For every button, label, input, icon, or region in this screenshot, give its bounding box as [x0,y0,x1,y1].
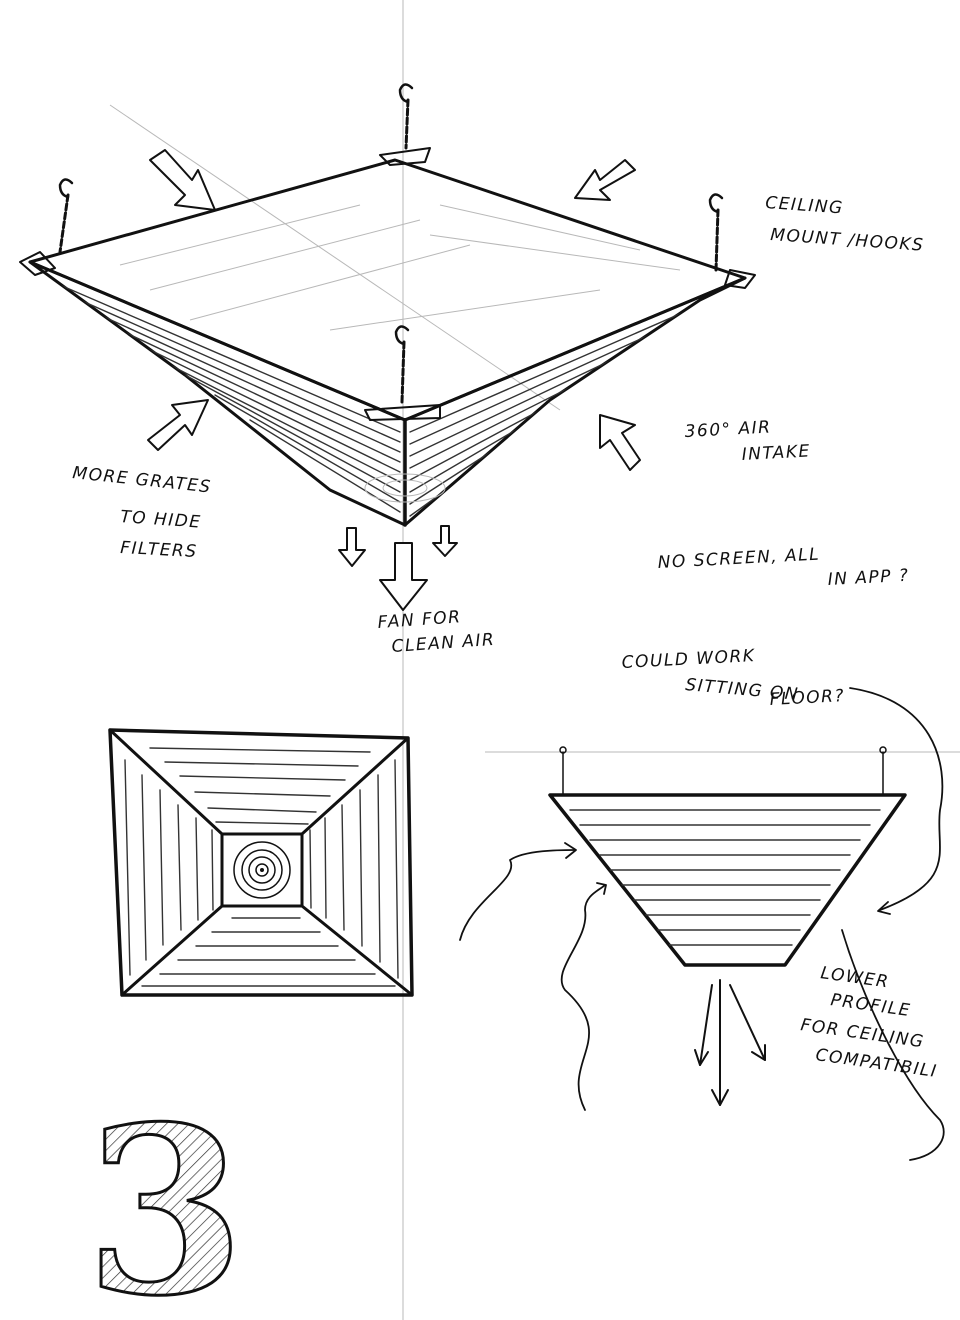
note-fan-2: CLEAN AIR [391,630,496,657]
note-grates-3: FILTERS [120,538,198,562]
fan-swirl-icon [234,842,290,898]
note-fan-1: FAN FOR [377,607,462,633]
intake-arrow-icon [148,150,640,470]
note-screen-1: NO SCREEN, ALL [657,545,820,573]
page-number: 3 [85,1077,245,1320]
ceiling-unit-top-view [110,730,412,995]
note-grates-2: TO HIDE [120,507,203,533]
ceiling-unit-side-view [460,688,944,1160]
note-grates-1: MORE GRATES [71,463,212,498]
note-ceiling-mount-2: MOUNT /HOOKS [770,225,925,256]
note-ceiling-mount-1: CEILING [765,193,845,218]
page-number-text: 3 [85,1077,245,1320]
note-floor-3: FLOOR? [769,686,845,710]
note-screen-2: IN APP ? [827,566,910,590]
note-air-intake-2: INTAKE [741,441,811,465]
note-air-intake-1: 360° AIR [684,417,772,442]
note-floor-1: COULD WORK [621,646,756,673]
down-arrow-icon [339,526,457,610]
